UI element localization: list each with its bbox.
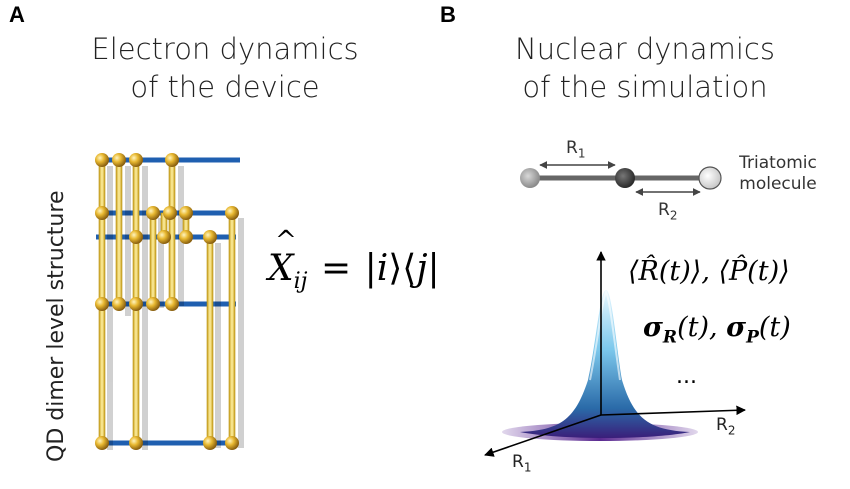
panel-a-title: Electron dynamics of the device bbox=[60, 30, 390, 106]
r1-label-sub: 1 bbox=[577, 146, 586, 161]
gaussian-plot bbox=[484, 251, 746, 457]
panel-a-title-line1: Electron dynamics bbox=[91, 32, 359, 66]
sigma-r: σ bbox=[643, 312, 663, 343]
axis-r1-sub: 1 bbox=[523, 460, 532, 475]
ket-label: i bbox=[376, 248, 389, 289]
axis-r1-text: R bbox=[512, 452, 524, 472]
gaussian-surface bbox=[520, 290, 690, 438]
molecule-label: Triatomic molecule bbox=[728, 153, 828, 195]
ellipsis: ... bbox=[676, 364, 697, 389]
triatomic-molecule bbox=[520, 161, 722, 196]
equals-sign: = bbox=[320, 248, 352, 289]
sigma-mid: (t), bbox=[677, 312, 727, 343]
r2-label: R2 bbox=[658, 200, 677, 222]
hat-accent: ^ bbox=[275, 226, 297, 256]
sigma-p: σ bbox=[726, 312, 747, 343]
ket-close: ⟩⟨ bbox=[388, 248, 417, 289]
panel-a-title-line2: of the device bbox=[130, 70, 320, 104]
molecule-label-line1: Triatomic bbox=[739, 153, 817, 173]
panel-b-letter: B bbox=[440, 2, 456, 27]
operator-equation: X^ij = |i⟩⟨j| bbox=[268, 226, 440, 295]
sigma-r-sub: R bbox=[662, 327, 678, 348]
panel-b-title: Nuclear dynamics of the simulation bbox=[480, 30, 810, 106]
sigma-values: σR(t), σP(t) bbox=[643, 312, 791, 347]
expectation-values: ⟨R̂(t)⟩, ⟨P̂(t)⟩ bbox=[628, 256, 790, 287]
sigma-end: (t) bbox=[758, 312, 791, 343]
r1-axis bbox=[484, 414, 602, 457]
operator-subscript: ij bbox=[293, 269, 308, 295]
atom-middle bbox=[615, 168, 635, 188]
operator-symbol: X^ bbox=[268, 226, 297, 289]
transition-balls bbox=[95, 153, 239, 450]
r1-label-text: R bbox=[566, 138, 578, 158]
axis-r2-text: R bbox=[716, 415, 728, 435]
ket-open: | bbox=[364, 248, 377, 289]
r2-label-text: R bbox=[658, 200, 670, 220]
r2-label-sub: 2 bbox=[669, 208, 678, 223]
panel-b-title-line2: of the simulation bbox=[522, 70, 768, 104]
axis-r1-label: R1 bbox=[512, 452, 531, 474]
r1-label: R1 bbox=[566, 138, 585, 160]
axis-r2-label: R2 bbox=[716, 415, 735, 437]
molecule-label-line2: molecule bbox=[739, 174, 817, 194]
operator-base: X bbox=[268, 248, 294, 289]
bra-label: j bbox=[416, 248, 428, 289]
atom-right bbox=[698, 166, 722, 190]
axis-r2-sub: 2 bbox=[727, 423, 736, 438]
sigma-p-sub: P bbox=[746, 327, 759, 348]
r2-axis bbox=[600, 405, 746, 416]
panel-a-letter: A bbox=[9, 2, 25, 27]
panel-b-title-line1: Nuclear dynamics bbox=[515, 32, 775, 66]
bra-close: | bbox=[427, 248, 440, 289]
atom-left bbox=[520, 168, 540, 188]
